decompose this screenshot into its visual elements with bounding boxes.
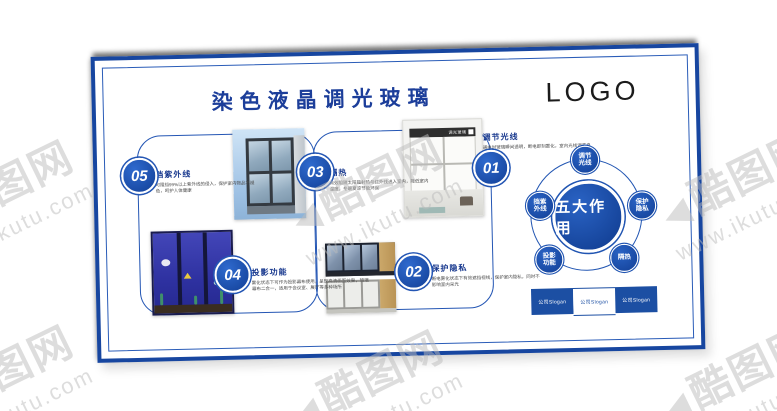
fish <box>161 259 171 267</box>
step-text-04: 投影功能 雾化状态下可作为投影幕布使用，呈现高清画面效果，玻璃幕布二合一，适用于… <box>251 265 370 292</box>
step-number: 01 <box>482 159 500 177</box>
plant <box>194 295 198 305</box>
step-circle-01: 01 <box>472 149 510 187</box>
step-desc: 有效阻隔太阳辐射热与红外线进入室内，降低室内温度，冬暖夏凉节能环保 <box>329 178 429 192</box>
floor-strip <box>326 308 397 314</box>
step-text-05: 挡紫外线 可阻挡99%以上紫外线的侵入，保护室内物品不褪色，呵护人体健康 <box>155 167 262 194</box>
step-number: 05 <box>130 167 148 185</box>
partition-header-label: 调光玻璃 <box>448 128 467 135</box>
step-heading: 保护隐私 <box>431 263 468 274</box>
rug <box>419 206 446 214</box>
interior-floor <box>404 189 484 217</box>
watermark-url: www.ikutu.com <box>672 362 777 411</box>
step-text-02: 保护隐私 断电雾化状态下有效遮挡视线，保护室内隐私，同时不影响室内采光 <box>431 261 542 288</box>
slogan-box-1: 公司Slogan <box>530 288 574 315</box>
node-label: 保护 隐私 <box>635 198 649 213</box>
page-title: 染色液晶调光玻璃 <box>211 86 436 115</box>
frame-bar <box>176 232 183 306</box>
watermark: ◀酷图网 www.ikutu.com <box>0 307 98 411</box>
step-desc: 断电雾化状态下有效遮挡视线，保护室内隐私，同时不影响室内采光 <box>431 273 540 287</box>
watermark: ◀酷图网 www.ikutu.com <box>0 122 98 277</box>
watermark-url: www.ikutu.com <box>302 367 469 411</box>
node-label: 挡紫 外线 <box>533 198 547 213</box>
slogan-box-2: 公司Slogan <box>572 287 616 317</box>
watermark-brand-text: 酷图网 <box>0 317 81 411</box>
plant <box>219 289 224 305</box>
step-heading: 调节光线 <box>482 132 519 143</box>
watermark-arrow-icon: ◀ <box>286 389 328 411</box>
watermark-url: www.ikutu.com <box>0 177 98 276</box>
slogan-strip: 公司Slogan 公司Slogan 公司Slogan <box>530 286 658 317</box>
step-heading: 投影功能 <box>251 267 288 278</box>
watermark-brand: ◀酷图网 <box>0 307 86 411</box>
step-text-03: 隔热 有效阻隔太阳辐射热与红外线进入室内，降低室内温度，冬暖夏凉节能环保 <box>329 165 430 191</box>
aquarium-floor <box>154 303 233 314</box>
wood-door <box>378 242 396 272</box>
wall-display-panel: 染色液晶调光玻璃 LOGO <box>90 43 706 363</box>
watermark-brand: ◀酷图网 <box>0 122 86 253</box>
watermark-brand-text: 酷图网 <box>0 132 81 233</box>
diagram-center-label: 五大作用 <box>554 198 607 238</box>
node-label: 隔热 <box>617 254 631 262</box>
diagram-node-privacy: 保护 隐私 <box>627 191 657 220</box>
logo-text: LOGO <box>545 75 640 108</box>
watermark-url: www.ikutu.com <box>0 362 98 411</box>
watermark-arrow-icon: ◀ <box>656 384 699 411</box>
chair <box>459 196 474 206</box>
building-base <box>247 205 296 215</box>
fish <box>184 273 192 279</box>
step-heading: 挡紫外线 <box>155 169 192 180</box>
qr-icon <box>468 129 474 135</box>
diagram-node-projection: 投影 功能 <box>535 245 564 274</box>
node-label: 投影 功能 <box>542 252 556 267</box>
diagram-node-insulation: 隔热 <box>609 243 639 273</box>
step-heading: 隔热 <box>329 168 348 178</box>
plant <box>159 293 164 306</box>
step-number: 02 <box>405 262 423 281</box>
glass-pane <box>271 140 292 171</box>
glass-pane <box>271 172 292 203</box>
frame-bar <box>202 232 209 305</box>
step-number: 03 <box>306 163 324 181</box>
wood-door <box>379 279 397 309</box>
step-number: 04 <box>224 266 242 284</box>
slogan-box-3: 公司Slogan <box>614 286 658 314</box>
node-label: 调节 光线 <box>578 152 592 167</box>
